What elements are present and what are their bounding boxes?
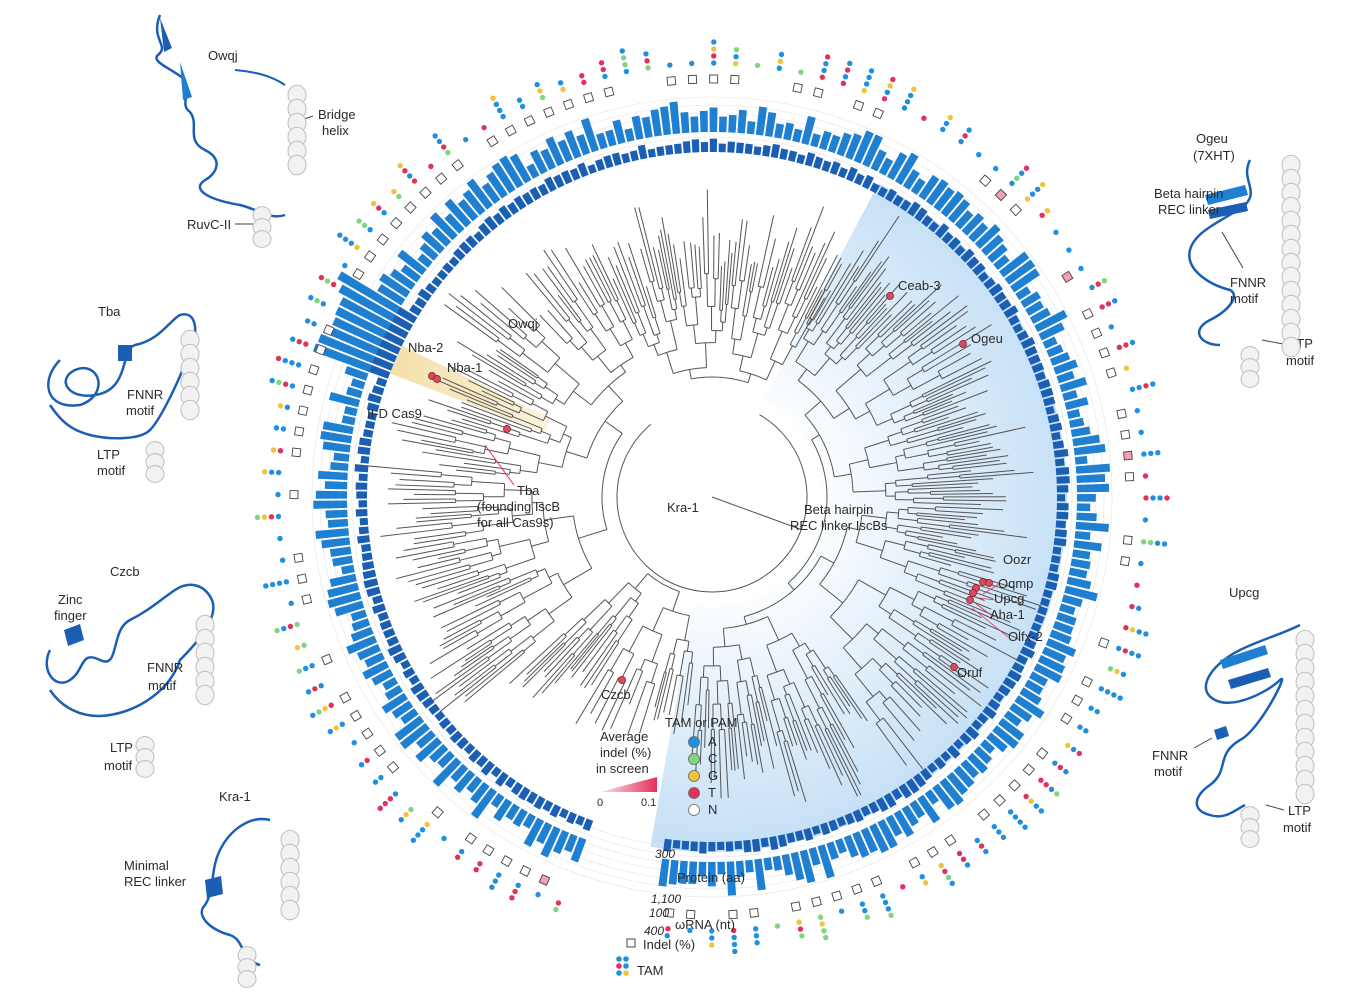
czcb-label1: Zinc — [58, 592, 83, 607]
label-iid-cas9: II-D Cas9 — [367, 406, 422, 421]
tam-legend-label-t: T — [708, 785, 716, 800]
label-owqj: Owqj — [508, 316, 538, 331]
wrna-ring-label: ωRNA (nt) — [675, 917, 735, 932]
tam-legend-label-g: G — [708, 768, 718, 783]
tba-title: Tba — [98, 304, 121, 319]
highlighted-nodes — [428, 292, 993, 684]
protein-tick: 300 — [655, 847, 675, 861]
czcb-label3: FNNR — [147, 660, 183, 675]
tam-dots-ring — [254, 39, 1170, 955]
upcg-label3: LTP — [1288, 803, 1311, 818]
indel-ring — [289, 74, 1135, 920]
ogeu-title: Ogeu — [1196, 131, 1228, 146]
ogeu-label4: motif — [1230, 291, 1259, 306]
structure-owqj: Owqj Bridge helix RuvC-II — [155, 14, 356, 232]
indel-scale-wedge — [600, 777, 657, 792]
label-tba-sub1: (founding IscB — [477, 499, 560, 514]
tba-leader-line — [484, 444, 515, 486]
structure-upcg: Upcg FNNR motif LTP motif — [1152, 585, 1312, 835]
indel-legend-title1: Average — [600, 729, 648, 744]
upcg-label2: motif — [1154, 764, 1183, 779]
tam-legend-dot-a — [688, 736, 700, 748]
tam-ring-label: TAM — [637, 963, 663, 978]
clade-label-line2: REC linker IscBs — [790, 518, 888, 533]
tam-ring-key — [616, 956, 629, 976]
upcg-label1: FNNR — [1152, 748, 1188, 763]
label-olfx2: Olfx-2 — [1008, 629, 1043, 644]
owqj-label3: RuvC-II — [187, 217, 231, 232]
tree-labels: Nba-2 Nba-1 Owqj II-D Cas9 Tba (founding… — [367, 278, 1043, 702]
iid-cas9-clade-highlight — [389, 345, 551, 433]
structure-czcb: Czcb Zinc finger FNNR motif LTP motif — [45, 564, 215, 773]
indel-ring-label: Indel (%) — [643, 937, 695, 952]
clade-label-line1: Beta hairpin — [804, 502, 873, 517]
upcg-label4: motif — [1283, 820, 1312, 835]
protein-structures: Owqj Bridge helix RuvC-II Tba FNNR motif… — [45, 14, 1315, 988]
owqj-title: Owqj — [208, 48, 238, 63]
indel-legend-title2: indel (%) — [600, 745, 651, 760]
tam-legend-label-a: A — [708, 734, 717, 749]
label-ogeu: Ogeu — [971, 331, 1003, 346]
indel-tick: 400 — [644, 924, 664, 938]
wrna-tick-lo: 100 — [649, 906, 669, 920]
tba-label4: motif — [97, 463, 126, 478]
owqj-label1: Bridge — [318, 107, 356, 122]
tba-label3: LTP — [97, 447, 120, 462]
helix-coils — [135, 84, 1315, 988]
label-oozr: Oozr — [1003, 552, 1032, 567]
tam-legend-label-c: C — [708, 751, 717, 766]
ogeu-label1: Beta hairpin — [1154, 186, 1223, 201]
tam-legend-dot-t — [688, 787, 700, 799]
label-oruf: Oruf — [957, 665, 983, 680]
wrna-tick-hi: 1,100 — [651, 892, 681, 906]
wrna-length-ring — [312, 101, 1111, 896]
tam-legend-dot-c — [688, 753, 700, 765]
czcb-label2: finger — [54, 608, 87, 623]
phylogenetic-tree — [355, 189, 1042, 803]
ogeu-label2: REC linker — [1158, 202, 1221, 217]
tba-label2: motif — [126, 403, 155, 418]
tam-legend-dot-n — [688, 804, 700, 816]
czcb-title: Czcb — [110, 564, 140, 579]
kra1-label1: Minimal — [124, 858, 169, 873]
label-aha1: Aha-1 — [990, 607, 1025, 622]
indel-scale-max: 0.1 — [641, 797, 656, 809]
ogeu-sub: (7XHT) — [1193, 148, 1235, 163]
label-tba-sub2: for all Cas9s) — [477, 515, 554, 530]
ring-labels: 300 Protein (aa) 1,100 100 ωRNA (nt) 400… — [616, 847, 745, 978]
label-kra1: Kra-1 — [667, 500, 699, 515]
structure-ogeu: Ogeu (7XHT) Beta hairpin REC linker FNNR… — [1154, 131, 1315, 368]
kra1-title: Kra-1 — [219, 789, 251, 804]
czcb-label5: LTP — [110, 740, 133, 755]
label-upcg: Upcg — [994, 591, 1024, 606]
ogeu-label3: FNNR — [1230, 275, 1266, 290]
structure-kra1: Kra-1 Minimal REC linker — [124, 789, 271, 967]
indel-scale-min: 0 — [597, 797, 603, 809]
kra1-label2: REC linker — [124, 874, 187, 889]
legend: Average indel (%) in screen 0 0.1 TAM or… — [596, 715, 737, 817]
label-ceab3: Ceab-3 — [898, 278, 941, 293]
label-czcb: Czcb — [601, 687, 631, 702]
protein-ring-label: Protein (aa) — [677, 870, 745, 885]
tam-legend-title: TAM or PAM — [665, 715, 737, 730]
label-nba1: Nba-1 — [447, 360, 482, 375]
tam-legend-dot-g — [688, 770, 700, 782]
czcb-label4: motif — [148, 678, 177, 693]
label-tba: Tba — [517, 483, 540, 498]
label-oqmp: Oqmp — [998, 576, 1033, 591]
indel-ring-key — [626, 938, 636, 948]
tam-legend-label-n: N — [708, 802, 717, 817]
upcg-title: Upcg — [1229, 585, 1259, 600]
owqj-label2: helix — [322, 123, 349, 138]
czcb-label6: motif — [104, 758, 133, 773]
label-nba2: Nba-2 — [408, 340, 443, 355]
indel-legend-title3: in screen — [596, 761, 649, 776]
structure-tba: Tba FNNR motif LTP motif — [47, 304, 197, 478]
tba-label1: FNNR — [127, 387, 163, 402]
